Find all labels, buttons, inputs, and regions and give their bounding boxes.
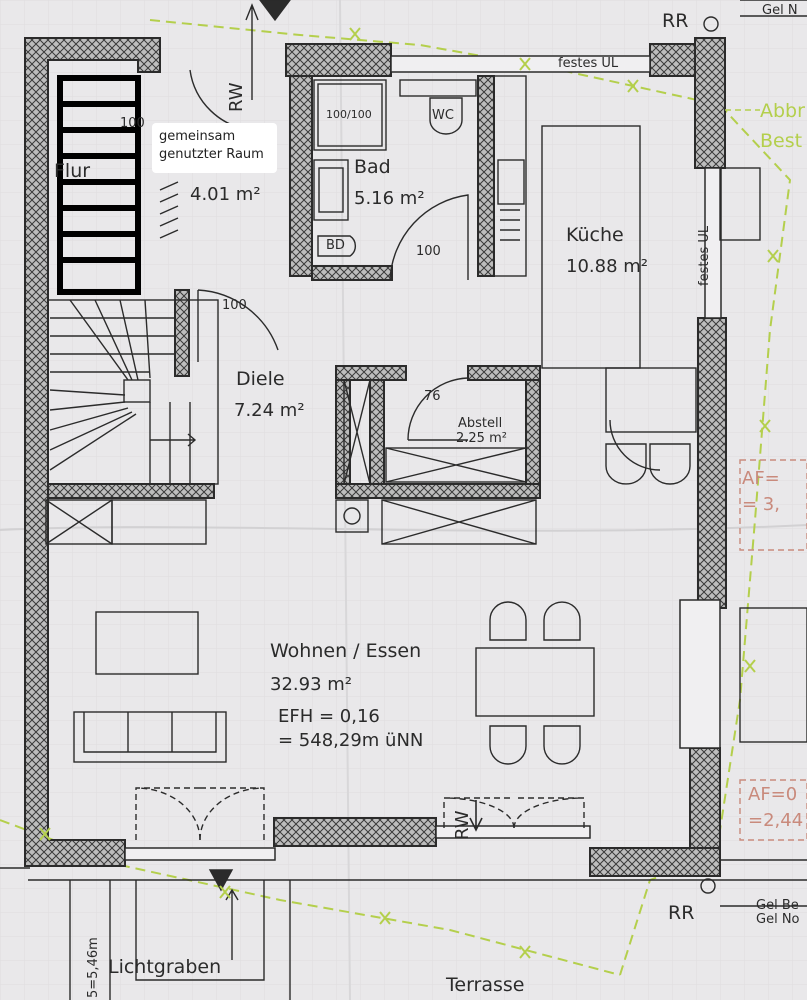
unn-label: = 548,29m üNN [278, 730, 424, 751]
gel-bottom-1: Gel Be [756, 898, 799, 913]
staircase [47, 299, 219, 485]
flur-name: Flur [54, 160, 91, 182]
best-label: Best [760, 130, 803, 152]
door-swings [197, 194, 661, 471]
bad-fixture-label: 100/100 [326, 108, 372, 121]
festes-ul-side: festes UL [697, 225, 712, 286]
interior-walls [47, 75, 541, 499]
bath-fixtures [313, 79, 477, 257]
diele-name: Diele [236, 368, 285, 390]
door-76-label: 76 [424, 389, 441, 404]
rw-arrow-bottom [469, 800, 483, 832]
bd-label: BD [326, 238, 345, 253]
wc-label: WC [432, 108, 454, 123]
abstell-area: 2.25 m² [456, 431, 507, 446]
flur-code: 100 [120, 116, 145, 131]
paper-fold [0, 524, 807, 532]
exterior-walls [24, 37, 727, 877]
boundary-markers [39, 27, 779, 959]
lichtgraben-label: Lichtgraben [108, 956, 222, 978]
terrasse-label: Terrasse [446, 974, 525, 996]
side-dimension-label: 5=5,46m [86, 937, 101, 998]
living-furniture [73, 601, 595, 765]
af-right-1b: = 3, [742, 494, 780, 515]
af-right-2b: =2,44 [748, 810, 804, 831]
af-right-2: AF=0 [748, 784, 798, 805]
windows [124, 55, 722, 861]
kitchen-fixtures [493, 75, 697, 485]
wohnen-name: Wohnen / Essen [270, 640, 422, 662]
rw-bottom-label: RW [452, 810, 473, 840]
flur-area: 4.01 m² [190, 184, 261, 205]
abbr-label: Abbr [760, 100, 805, 122]
bad-area: 5.16 m² [354, 188, 425, 209]
terrace-doors [135, 787, 585, 841]
wohnen-area: 32.93 m² [270, 674, 353, 695]
kueche-area: 10.88 m² [566, 256, 649, 277]
storage-boxes [45, 379, 537, 545]
abstell-name: Abstell [458, 416, 503, 431]
diele-area: 7.24 m² [234, 400, 305, 421]
door-100-bad: 100 [416, 244, 441, 259]
kueche-name: Küche [566, 224, 624, 246]
efh-label: EFH = 0,16 [278, 706, 380, 727]
black-bars [57, 75, 141, 295]
bad-name: Bad [354, 156, 391, 178]
rr-bottom-label: RR [668, 902, 695, 924]
af-right-1: AF= [742, 468, 780, 489]
flur-details [159, 0, 291, 239]
gel-bottom-2: Gel No [756, 912, 800, 927]
gel-top-label: Gel N [762, 3, 798, 18]
shared-room-note: gemeinsam genutzter Raum [152, 123, 277, 173]
festes-ul-top: festes UL [558, 56, 619, 71]
rw-top-label: RW [226, 82, 247, 112]
door-100-diele: 100 [222, 298, 247, 313]
rr-top-label: RR [662, 10, 689, 32]
